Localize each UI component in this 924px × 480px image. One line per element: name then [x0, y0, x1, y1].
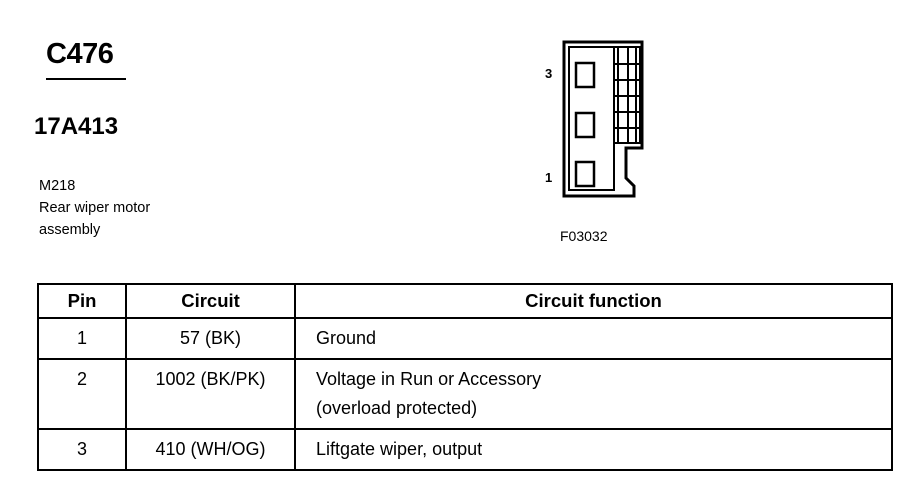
function-line: Liftgate wiper, output — [316, 439, 483, 459]
pin-cavity-2 — [574, 111, 596, 139]
connector-id-underline — [46, 78, 126, 80]
cell-circuit: 410 (WH/OG) — [125, 428, 296, 471]
pin-label-bottom: 1 — [545, 170, 553, 185]
table-header-row: Pin Circuit Circuit function — [37, 283, 893, 319]
cell-pin: 3 — [37, 428, 127, 471]
table-row: 1 57 (BK) Ground — [37, 317, 893, 360]
figure-code: F03032 — [560, 228, 608, 244]
header-circuit: Circuit — [125, 283, 296, 319]
cell-circuit-function: Voltage in Run or Accessory (overload pr… — [294, 358, 893, 430]
pin-label-top: 3 — [545, 66, 553, 81]
table-row: 3 410 (WH/OG) Liftgate wiper, output — [37, 428, 893, 471]
pin-cavity-3 — [574, 61, 596, 89]
component-info: M218 Rear wiper motor assembly — [39, 175, 150, 241]
connector-face-diagram — [562, 40, 644, 198]
cell-pin: 2 — [37, 358, 127, 430]
pin-table: Pin Circuit Circuit function 1 57 (BK) G… — [37, 283, 893, 471]
cell-circuit-function: Liftgate wiper, output — [294, 428, 893, 471]
function-line: (overload protected) — [316, 398, 478, 418]
cell-circuit-function: Ground — [294, 317, 893, 360]
connector-id: C476 — [46, 38, 114, 70]
function-line: Voltage in Run or Accessory — [316, 369, 542, 389]
pin-cavity-1 — [574, 160, 596, 188]
cell-pin: 1 — [37, 317, 127, 360]
header-circuit-function: Circuit function — [294, 283, 893, 319]
table-row: 2 1002 (BK/PK) Voltage in Run or Accesso… — [37, 358, 893, 430]
function-line: Ground — [316, 328, 377, 348]
cell-circuit: 57 (BK) — [125, 317, 296, 360]
cell-circuit: 1002 (BK/PK) — [125, 358, 296, 430]
header-pin: Pin — [37, 283, 127, 319]
component-code: M218 — [39, 178, 76, 194]
part-number: 17A413 — [34, 113, 119, 140]
component-description-line2: assembly — [39, 222, 101, 238]
component-description-line1: Rear wiper motor — [39, 200, 151, 216]
